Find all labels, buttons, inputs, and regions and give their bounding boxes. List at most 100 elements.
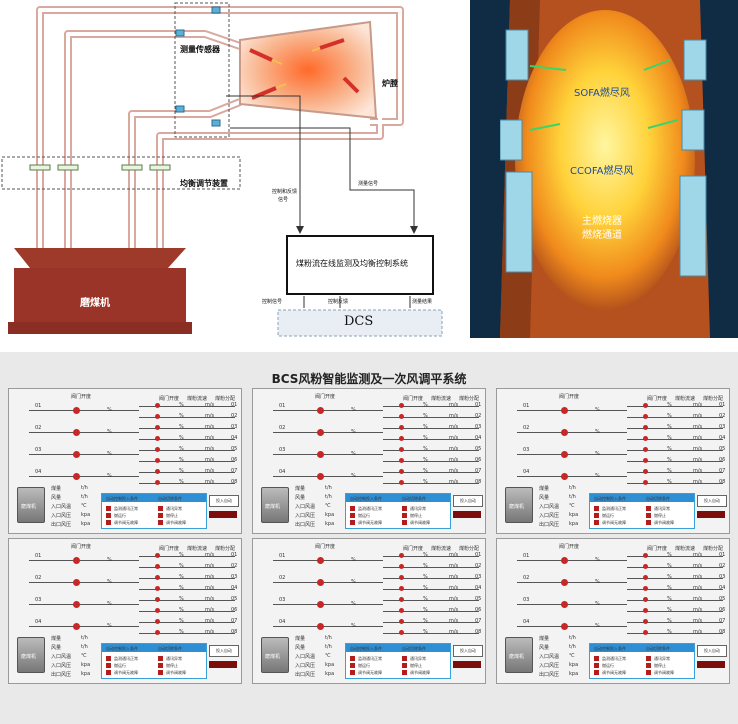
valve-icon[interactable] xyxy=(317,557,324,564)
outlet-valve-icon[interactable] xyxy=(155,447,160,452)
pct-unit: % xyxy=(179,618,184,624)
pct-unit: % xyxy=(423,413,428,419)
param-label: 入口风温 xyxy=(51,654,72,660)
valve-icon[interactable] xyxy=(73,623,80,630)
outlet-valve-icon[interactable] xyxy=(155,469,160,474)
auto-mode-button[interactable]: 投入自动 xyxy=(453,495,483,507)
outlet-valve-icon[interactable] xyxy=(399,403,404,408)
outlet-label: 03 xyxy=(719,574,726,580)
auto-mode-button[interactable]: 投入自动 xyxy=(697,645,727,657)
outlet-valve-icon[interactable] xyxy=(399,575,404,580)
outlet-valve-icon[interactable] xyxy=(155,480,160,485)
outlet-valve-icon[interactable] xyxy=(643,575,648,580)
valve-icon[interactable] xyxy=(561,473,568,480)
valve-icon[interactable] xyxy=(561,557,568,564)
outlet-valve-icon[interactable] xyxy=(399,480,404,485)
valve-icon[interactable] xyxy=(317,451,324,458)
outlet-valve-icon[interactable] xyxy=(643,425,648,430)
valve-icon[interactable] xyxy=(73,407,80,414)
valve-icon[interactable] xyxy=(317,473,324,480)
auto-mode-button[interactable]: 投入自动 xyxy=(209,645,239,657)
outlet-label: 05 xyxy=(719,446,726,452)
valve-icon[interactable] xyxy=(317,623,324,630)
auto-mode-button[interactable]: 投入自动 xyxy=(453,645,483,657)
outlet-valve-icon[interactable] xyxy=(643,403,648,408)
valve-icon[interactable] xyxy=(561,579,568,586)
valve-icon[interactable] xyxy=(561,451,568,458)
outlet-valve-icon[interactable] xyxy=(399,608,404,613)
outlet-valve-icon[interactable] xyxy=(155,425,160,430)
valve-icon[interactable] xyxy=(317,601,324,608)
outlet-valve-icon[interactable] xyxy=(399,447,404,452)
outlet-valve-icon[interactable] xyxy=(643,436,648,441)
valve-icon[interactable] xyxy=(561,407,568,414)
auto-mode-button[interactable]: 投入自动 xyxy=(697,495,727,507)
outlet-line xyxy=(383,589,479,590)
ctrl-feedback-label-3: 控制反馈 xyxy=(328,299,349,305)
outlet-valve-icon[interactable] xyxy=(643,553,648,558)
valve-icon[interactable] xyxy=(561,601,568,608)
outlet-valve-icon[interactable] xyxy=(399,458,404,463)
outlet-valve-icon[interactable] xyxy=(399,630,404,635)
outlet-valve-icon[interactable] xyxy=(643,630,648,635)
outlet-valve-icon[interactable] xyxy=(399,414,404,419)
outlet-valve-icon[interactable] xyxy=(155,414,160,419)
valve-icon[interactable] xyxy=(73,451,80,458)
valve-icon[interactable] xyxy=(73,557,80,564)
outlet-valve-icon[interactable] xyxy=(643,597,648,602)
outlet-valve-icon[interactable] xyxy=(643,414,648,419)
outlet-valve-icon[interactable] xyxy=(399,469,404,474)
outlet-valve-icon[interactable] xyxy=(643,586,648,591)
outlet-valve-icon[interactable] xyxy=(155,608,160,613)
row-label: 03 xyxy=(523,597,530,603)
outlet-valve-icon[interactable] xyxy=(399,586,404,591)
param-label: 入口风温 xyxy=(295,654,316,660)
valve-icon[interactable] xyxy=(317,407,324,414)
outlet-valve-icon[interactable] xyxy=(155,630,160,635)
valve-icon[interactable] xyxy=(317,579,324,586)
outlet-valve-icon[interactable] xyxy=(643,619,648,624)
legend-text: 调节阀无故障 xyxy=(358,670,382,675)
outlet-valve-icon[interactable] xyxy=(643,458,648,463)
outlet-valve-icon[interactable] xyxy=(643,564,648,569)
outlet-valve-icon[interactable] xyxy=(399,425,404,430)
outlet-valve-icon[interactable] xyxy=(643,608,648,613)
outlet-valve-icon[interactable] xyxy=(155,458,160,463)
legend-text: 监测通讯正常 xyxy=(114,506,138,511)
outlet-valve-icon[interactable] xyxy=(399,553,404,558)
outlet-valve-icon[interactable] xyxy=(155,553,160,558)
valve-icon[interactable] xyxy=(561,429,568,436)
valve-icon[interactable] xyxy=(317,429,324,436)
outlet-valve-icon[interactable] xyxy=(155,403,160,408)
outlet-valve-icon[interactable] xyxy=(399,436,404,441)
outlet-valve-icon[interactable] xyxy=(643,469,648,474)
outlet-label: 01 xyxy=(475,552,482,558)
valve-icon[interactable] xyxy=(73,473,80,480)
outlet-valve-icon[interactable] xyxy=(155,619,160,624)
outlet-valve-icon[interactable] xyxy=(643,480,648,485)
auto-mode-button[interactable]: 投入自动 xyxy=(209,495,239,507)
valve-icon[interactable] xyxy=(73,579,80,586)
status-indicator xyxy=(646,513,651,518)
outlet-valve-icon[interactable] xyxy=(399,564,404,569)
pct-unit: % xyxy=(179,413,184,419)
outlet-valve-icon[interactable] xyxy=(155,575,160,580)
outlet-valve-icon[interactable] xyxy=(155,564,160,569)
legend-text: 监测通讯正常 xyxy=(358,656,382,661)
outlet-valve-icon[interactable] xyxy=(399,619,404,624)
status-indicator xyxy=(594,520,599,525)
outlet-valve-icon[interactable] xyxy=(155,586,160,591)
outlet-valve-icon[interactable] xyxy=(155,597,160,602)
speed-unit: m/s xyxy=(449,552,459,558)
outlet-valve-icon[interactable] xyxy=(643,447,648,452)
outlet-label: 05 xyxy=(231,596,238,602)
outlet-label: 02 xyxy=(719,413,726,419)
outlet-valve-icon[interactable] xyxy=(155,436,160,441)
valve-icon[interactable] xyxy=(561,623,568,630)
valve-icon[interactable] xyxy=(73,429,80,436)
outlet-valve-icon[interactable] xyxy=(399,597,404,602)
valve-icon[interactable] xyxy=(73,601,80,608)
legend-text: 自动控制投入条件 xyxy=(594,646,626,651)
mill-label: 磨煤机 xyxy=(509,654,525,660)
